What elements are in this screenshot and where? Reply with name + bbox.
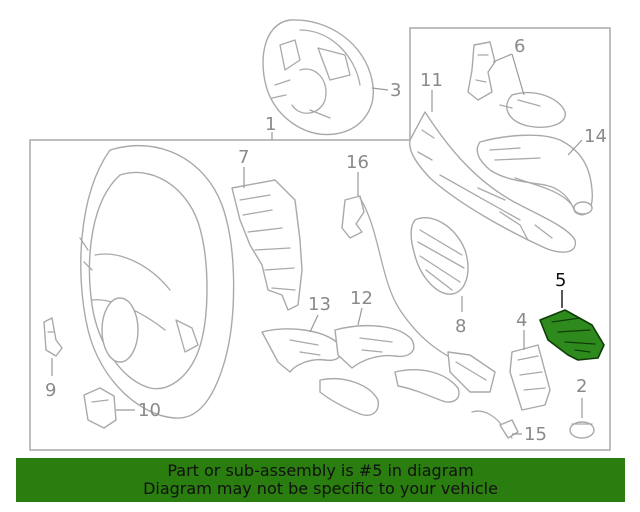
part-14-housing[interactable] <box>476 134 593 216</box>
callout-1: 1 <box>265 114 276 135</box>
part-5-highlighted[interactable] <box>539 309 605 361</box>
leader-3 <box>371 87 389 91</box>
part-15-cable[interactable] <box>471 410 519 439</box>
callout-6: 6 <box>514 36 525 57</box>
part-16-harness[interactable] <box>341 195 496 393</box>
callout-4: 4 <box>516 310 527 331</box>
callout-10: 10 <box>138 400 161 421</box>
part-10-bracket[interactable] <box>83 387 117 429</box>
part-13-cover[interactable] <box>261 328 379 416</box>
part-11-trim[interactable] <box>408 111 577 253</box>
leader-13 <box>309 314 319 333</box>
part-8-trim[interactable] <box>410 216 469 295</box>
exploded-parts-diagram: 3 1 6 11 14 7 16 13 12 8 4 5 9 10 2 15 <box>29 19 611 451</box>
part-7-switch-panel[interactable] <box>231 179 303 311</box>
callout-8: 8 <box>455 316 466 337</box>
part-4-module[interactable] <box>509 344 551 411</box>
callout-14: 14 <box>584 126 607 147</box>
callout-11: 11 <box>420 70 443 91</box>
callout-16: 16 <box>346 152 369 173</box>
part-12-cover[interactable] <box>334 325 460 403</box>
leader-6a <box>492 53 513 63</box>
diagram-caption-banner: Part or sub-assembly is #5 in diagram Di… <box>16 458 625 502</box>
steering-wheel[interactable] <box>79 145 235 419</box>
leader-6b <box>511 53 525 96</box>
caption-disclaimer: Diagram may not be specific to your vehi… <box>143 479 498 498</box>
callout-9: 9 <box>45 380 56 401</box>
callout-5: 5 <box>555 270 566 291</box>
caption-part-number: Part or sub-assembly is #5 in diagram <box>167 461 474 480</box>
callout-15: 15 <box>524 424 547 445</box>
leader-14 <box>567 139 583 156</box>
callout-2: 2 <box>576 376 587 397</box>
part-2-cap[interactable] <box>569 421 595 439</box>
part-3-airbag[interactable] <box>262 19 374 136</box>
part-6-bracket[interactable] <box>467 41 566 128</box>
callout-13: 13 <box>308 294 331 315</box>
callout-12: 12 <box>350 288 373 309</box>
part-9-clip[interactable] <box>43 317 63 357</box>
callout-3: 3 <box>390 80 401 101</box>
leader-12 <box>357 307 363 326</box>
callout-7: 7 <box>238 147 249 168</box>
